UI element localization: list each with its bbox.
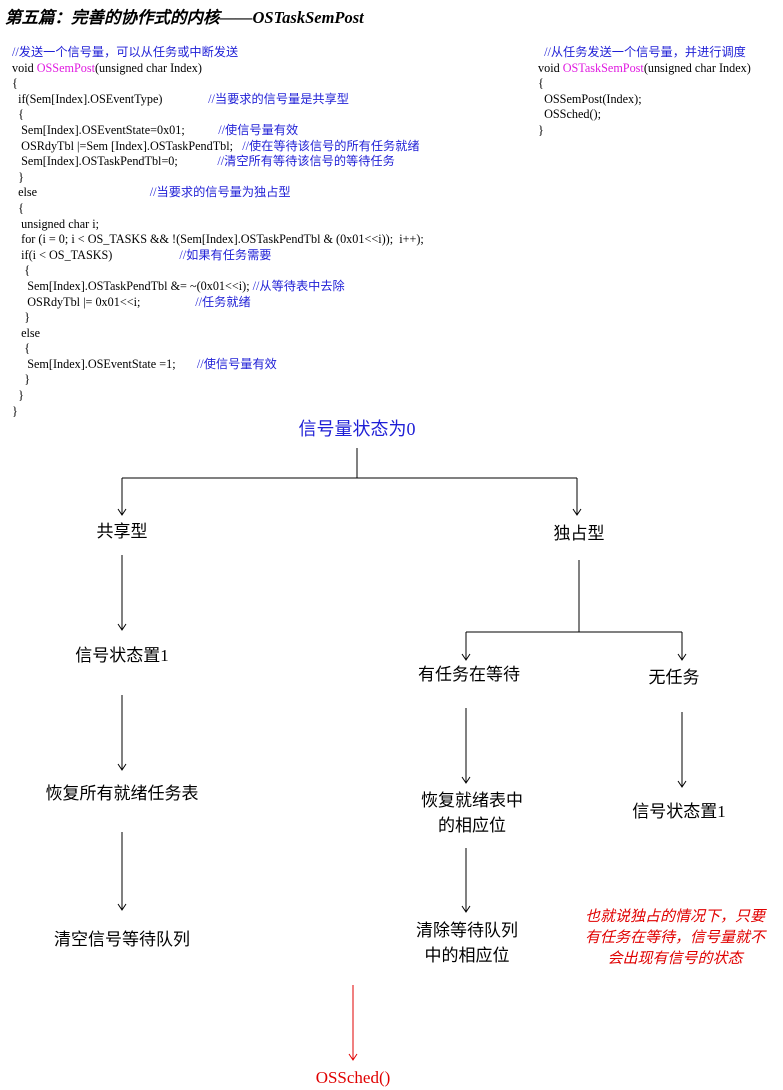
code-line: for (i = 0; i < OS_TASKS && !(Sem[Index]… bbox=[12, 232, 424, 248]
flow-node-has-waiting: 有任务在等待 bbox=[418, 665, 520, 684]
code-line: else //当要求的信号量为独占型 bbox=[12, 185, 424, 201]
code-text: Sem[Index].OSEventState=0x01; bbox=[12, 122, 219, 137]
code-text: { bbox=[12, 341, 31, 356]
code-line: { bbox=[12, 76, 424, 92]
code-text: } bbox=[538, 122, 544, 137]
code-comment: //使在等待该信号的所有任务就绪 bbox=[242, 138, 420, 153]
code-comment: //如果有任务需要 bbox=[179, 247, 272, 262]
code-line: Sem[Index].OSEventState=0x01; //使信号量有效 bbox=[12, 123, 424, 139]
code-comment: //当要求的信号量是共享型 bbox=[208, 91, 349, 106]
restore-bit-line2: 的相应位 bbox=[438, 816, 506, 835]
code-text: } bbox=[12, 403, 18, 418]
code-text: Sem[Index].OSTaskPendTbl=0; bbox=[12, 154, 218, 169]
clear-bit-line2: 中的相应位 bbox=[424, 946, 510, 965]
code-line: OSRdyTbl |= 0x01<<i; //任务就绪 bbox=[12, 295, 424, 311]
code-text: { bbox=[12, 200, 24, 215]
code-text: if(i < OS_TASKS) bbox=[12, 247, 180, 262]
code-line: void OSTaskSemPost(unsigned char Index) bbox=[538, 61, 751, 77]
code-text: OSSched(); bbox=[538, 107, 601, 122]
code-text: void bbox=[538, 60, 563, 75]
code-text: unsigned char i; bbox=[12, 216, 99, 231]
code-function-name: OSSemPost bbox=[36, 60, 95, 75]
annotation-note: 也就说独占的情况下，只要有任务在等待，信号量就不会出现有信号的状态 bbox=[584, 909, 765, 967]
code-text: Sem[Index].OSTaskPendTbl &= ~(0x01<<i); bbox=[12, 278, 253, 293]
flow-node-shared-step3: 清空信号等待队列 bbox=[54, 930, 190, 949]
code-text: OSSemPost(Index); bbox=[538, 91, 642, 106]
code-text: { bbox=[12, 107, 24, 122]
code-text: for (i = 0; i < OS_TASKS && !(Sem[Index]… bbox=[12, 232, 424, 247]
code-line: { bbox=[12, 341, 424, 357]
code-text: (unsigned char Index) bbox=[643, 60, 751, 75]
code-text: (unsigned char Index) bbox=[94, 60, 202, 75]
code-line: void OSSemPost(unsigned char Index) bbox=[12, 61, 424, 77]
code-comment: //清空所有等待该信号的等待任务 bbox=[217, 154, 395, 169]
code-line: { bbox=[12, 201, 424, 217]
code-line: { bbox=[12, 263, 424, 279]
code-text: { bbox=[12, 76, 18, 91]
code-function-name: OSTaskSemPost bbox=[562, 60, 644, 75]
code-line: } bbox=[12, 388, 424, 404]
code-line: if(Sem[Index].OSEventType) //当要求的信号量是共享型 bbox=[12, 92, 424, 108]
flow-node-clear-bit: 清除等待队列 中的相应位 bbox=[387, 918, 547, 968]
code-text: } bbox=[12, 169, 24, 184]
flow-node-shared-step2: 恢复所有就绪任务表 bbox=[45, 784, 199, 803]
flow-node-root: 信号量状态为0 bbox=[298, 419, 416, 439]
flow-node-restore-bit: 恢复就绪表中 的相应位 bbox=[392, 788, 552, 838]
code-text: } bbox=[12, 310, 31, 325]
flow-node-shared-step1: 信号状态置1 bbox=[75, 646, 169, 665]
code-line: else bbox=[12, 326, 424, 342]
code-text: void bbox=[12, 60, 37, 75]
flow-node-no-task: 无任务 bbox=[648, 668, 700, 687]
code-comment: //使信号量有效 bbox=[196, 356, 277, 371]
code-text: OSRdyTbl |= 0x01<<i; bbox=[12, 294, 196, 309]
flow-node-sched: OSSched() bbox=[315, 1068, 391, 1087]
code-text: else bbox=[12, 325, 41, 340]
flow-node-no-task-step: 信号状态置1 bbox=[632, 802, 726, 821]
code-comment: //发送一个信号量，可以从任务或中断发送 bbox=[12, 45, 239, 59]
code-line: unsigned char i; bbox=[12, 217, 424, 233]
code-line: OSSemPost(Index); bbox=[538, 92, 751, 108]
code-text: OSRdyTbl |=Sem [Index].OSTaskPendTbl; bbox=[12, 138, 243, 153]
code-text: { bbox=[538, 76, 544, 91]
code-text: Sem[Index].OSEventState =1; bbox=[12, 356, 197, 371]
code-comment: //任务就绪 bbox=[195, 294, 251, 309]
code-text: } bbox=[12, 388, 24, 403]
code-line: { bbox=[12, 107, 424, 123]
code-line: } bbox=[12, 404, 424, 420]
flow-node-exclusive: 独占型 bbox=[553, 524, 605, 543]
code-line: //发送一个信号量，可以从任务或中断发送 bbox=[12, 45, 424, 61]
code-line: OSRdyTbl |=Sem [Index].OSTaskPendTbl; //… bbox=[12, 139, 424, 155]
code-comment: //使信号量有效 bbox=[218, 122, 299, 137]
code-text: } bbox=[12, 372, 31, 387]
code-comment: //从等待表中去除 bbox=[252, 278, 345, 293]
code-text: if(Sem[Index].OSEventType) bbox=[12, 91, 209, 106]
code-line: Sem[Index].OSTaskPendTbl &= ~(0x01<<i); … bbox=[12, 279, 424, 295]
code-comment: //从任务发送一个信号量，并进行调度 bbox=[544, 45, 746, 59]
code-line: Sem[Index].OSEventState =1; //使信号量有效 bbox=[12, 357, 424, 373]
code-line: //从任务发送一个信号量，并进行调度 bbox=[538, 45, 751, 61]
flow-node-shared: 共享型 bbox=[96, 522, 148, 541]
code-line: if(i < OS_TASKS) //如果有任务需要 bbox=[12, 248, 424, 264]
code-line: Sem[Index].OSTaskPendTbl=0; //清空所有等待该信号的… bbox=[12, 154, 424, 170]
clear-bit-line1: 清除等待队列 bbox=[416, 921, 518, 940]
code-text: else bbox=[12, 185, 150, 200]
code-line: } bbox=[12, 170, 424, 186]
code-line: OSSched(); bbox=[538, 107, 751, 123]
code-line: } bbox=[12, 310, 424, 326]
code-text: { bbox=[12, 263, 31, 278]
code-line: { bbox=[538, 76, 751, 92]
code-comment: //当要求的信号量为独占型 bbox=[149, 185, 291, 200]
page-title: 第五篇：完善的协作式的内核——OSTaskSemPost bbox=[5, 8, 364, 27]
restore-bit-line1: 恢复就绪表中 bbox=[421, 791, 523, 810]
code-line: } bbox=[538, 123, 751, 139]
code-line: } bbox=[12, 372, 424, 388]
